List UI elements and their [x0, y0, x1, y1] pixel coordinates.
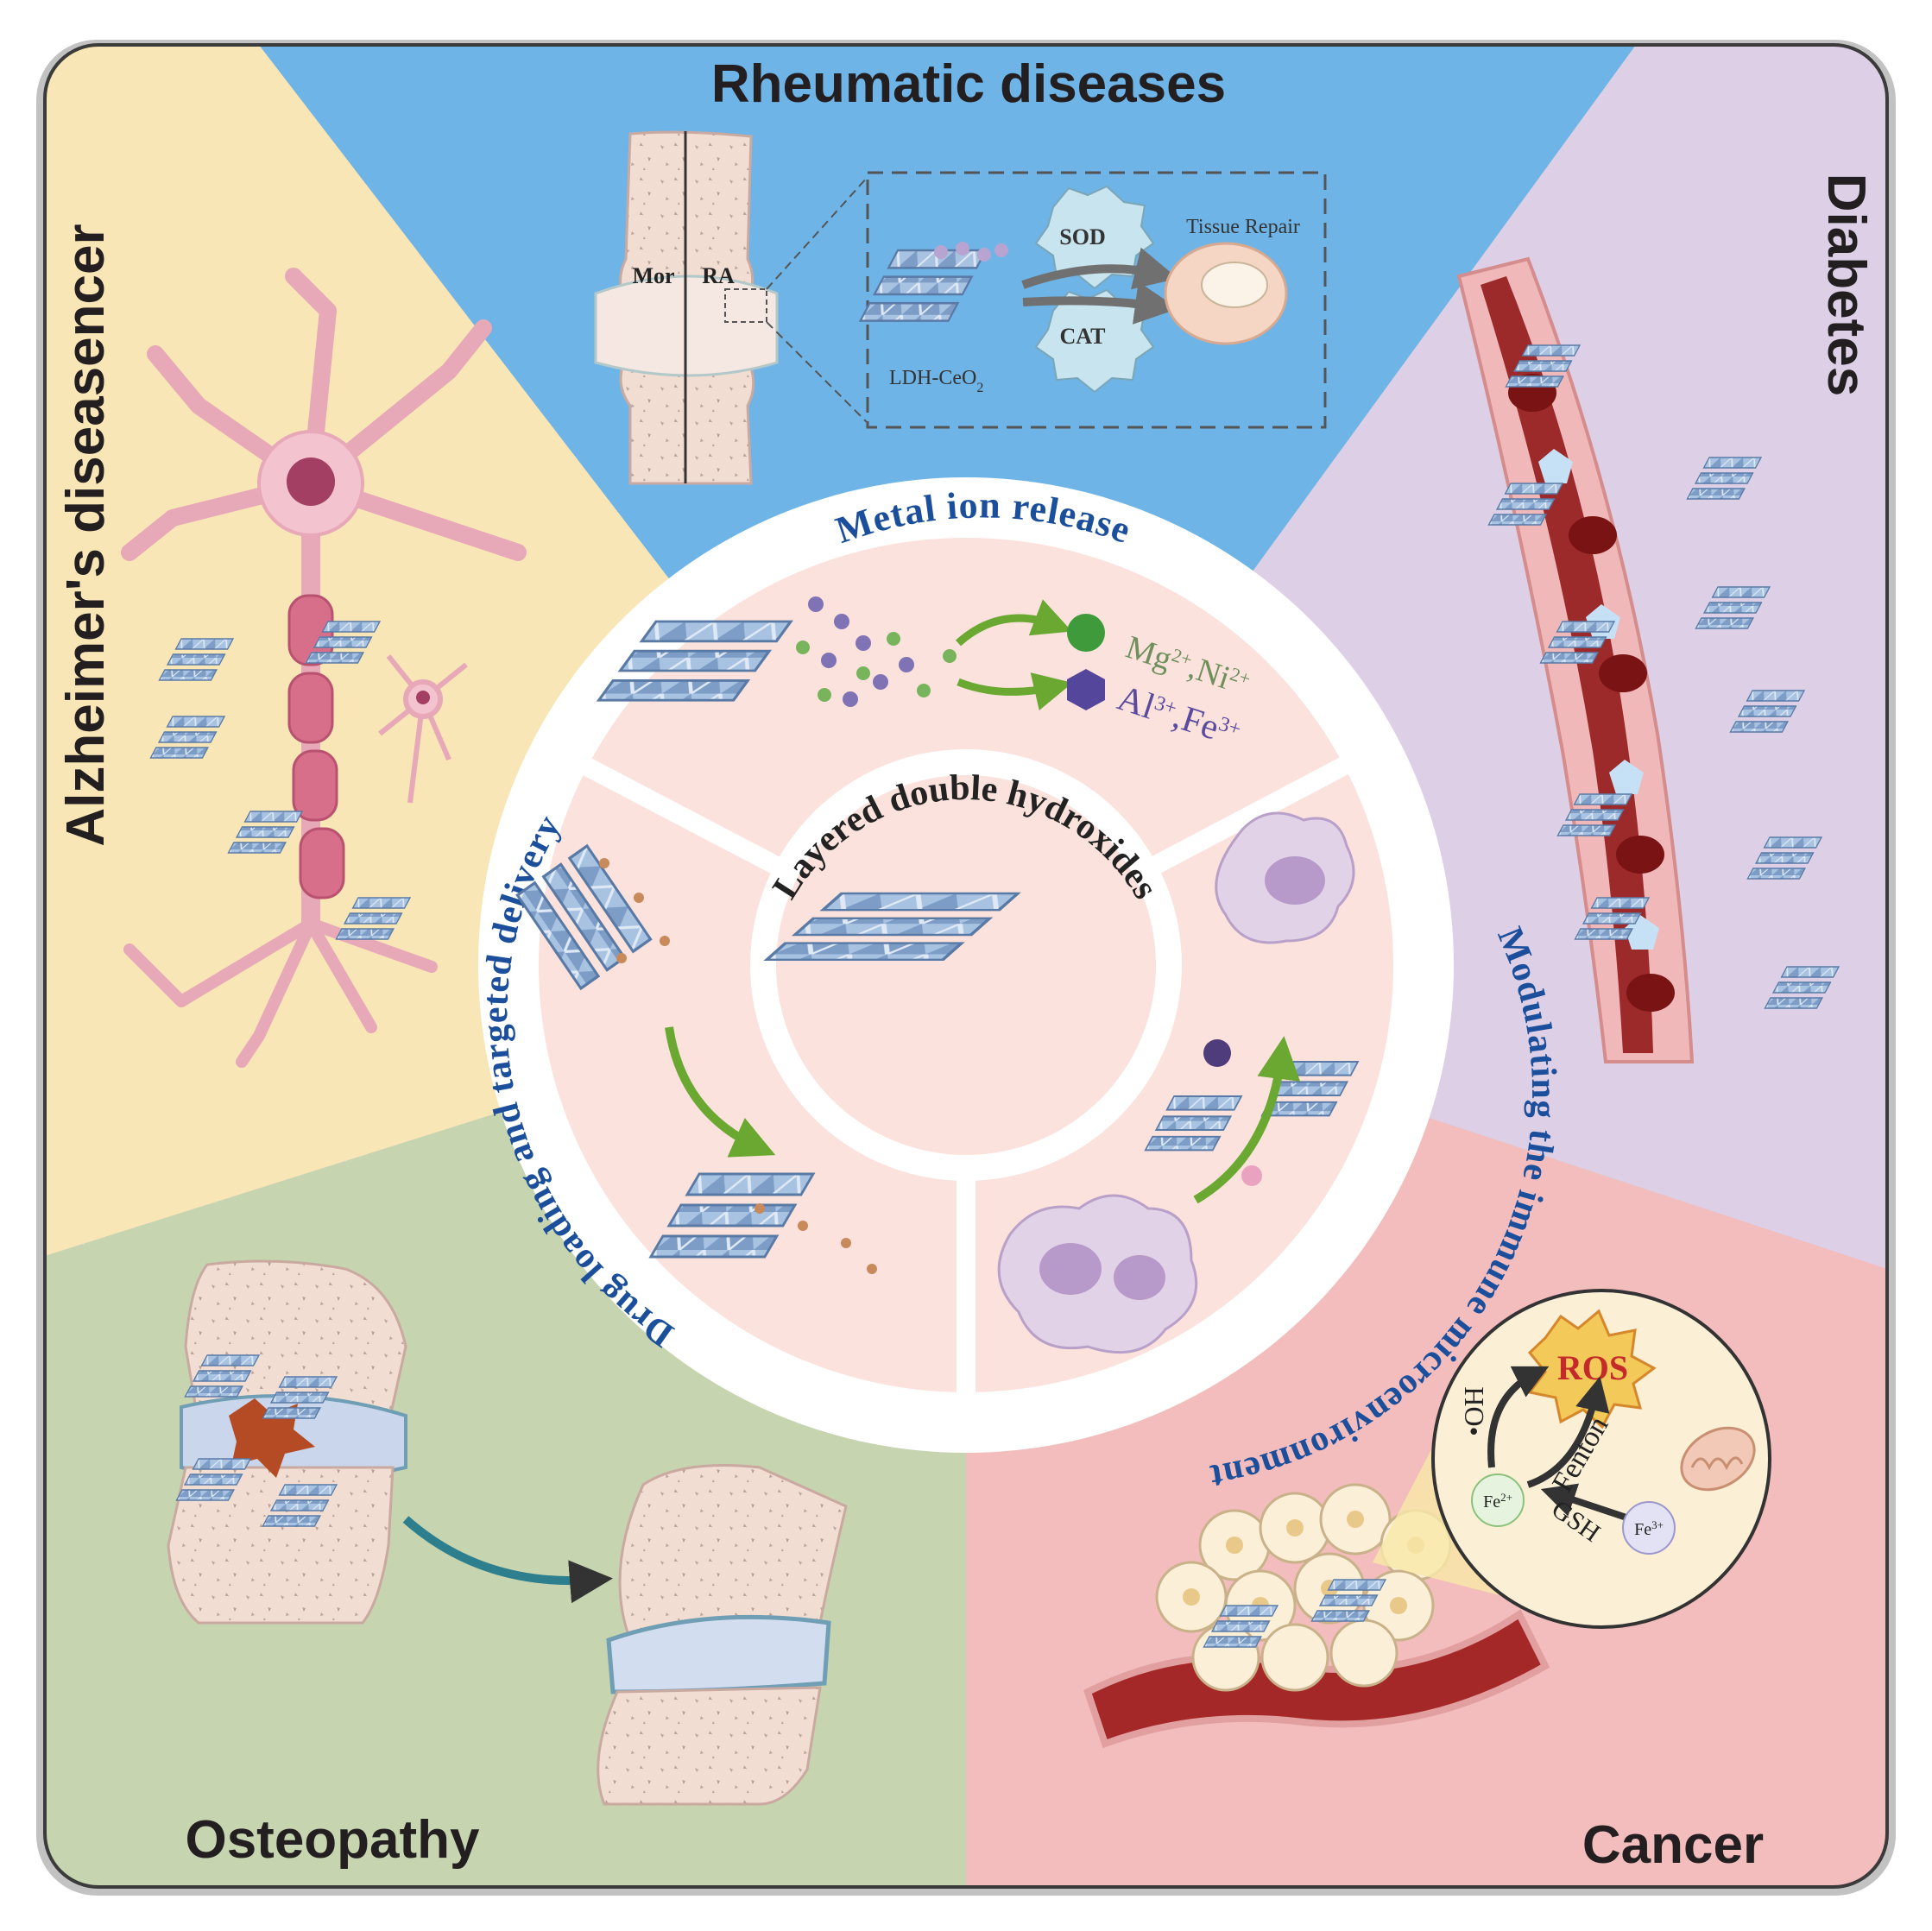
fe3-label: Fe3+: [1634, 1518, 1664, 1540]
rheumatic-zoom-box: [766, 171, 1327, 429]
rheumatic-label-ldh-ceo2: LDH-CeO2: [889, 367, 983, 395]
ros-label: ROS: [1557, 1348, 1628, 1387]
rheumatic-label-mor: Mor: [632, 263, 674, 288]
mitochondria-icon: [1680, 1426, 1756, 1492]
damaged-joint-icon: [167, 1259, 407, 1625]
healed-joint-icon: [597, 1464, 848, 1806]
label-rheumatic: Rheumatic diseases: [711, 54, 1226, 114]
tumor-cells-icon: [1083, 1483, 1550, 1749]
fe3-bubble: [1622, 1501, 1676, 1555]
label-cancer: Cancer: [1582, 1815, 1764, 1875]
immune-cell-small-2: [1241, 1165, 1262, 1186]
metal-release-ldh-icon: [597, 596, 957, 707]
tissue-repair-label: Tissue Repair: [1186, 216, 1300, 238]
neuron-icon: [121, 268, 527, 1068]
frame-border: [43, 43, 1889, 1889]
metal-release-arrow-1: [955, 599, 1072, 647]
metal-release-arrow-2: [957, 672, 1073, 710]
fe2-label: Fe2+: [1483, 1491, 1512, 1512]
osteopathy-healing-arrow: [402, 1516, 613, 1604]
cat-label: CAT: [1060, 324, 1106, 349]
drug-loading-arrow: [665, 1026, 776, 1158]
trivalent-ion-icon: [1067, 669, 1105, 710]
label-diabetes: Diabetes: [1816, 174, 1876, 396]
sod-label: SOD: [1059, 224, 1105, 249]
rheumatic-label-ra: RA: [702, 263, 735, 288]
drug-loading-ldh-icon: [517, 806, 877, 1274]
label-osteopathy: Osteopathy: [185, 1810, 480, 1870]
label-alzheimer: Alzheimer's diseasencer: [56, 224, 116, 846]
small-neuron-icon: [378, 654, 468, 804]
wheel-center-disc: [776, 775, 1156, 1155]
fe2-bubble: [1471, 1473, 1525, 1527]
immune-arrow: [1193, 1036, 1301, 1204]
cat-badge: [1034, 288, 1155, 394]
macrophage-icon: [997, 811, 1355, 1354]
cancer-cycle-arrows: [1487, 1366, 1633, 1523]
rheumatic-joint-illustration: [594, 130, 779, 485]
rheumatic-arrows: [1021, 247, 1178, 325]
divalent-ion-icon: [1067, 614, 1105, 652]
tissue-repair-cell-icon: [1164, 242, 1288, 345]
ldh-ceo2-sheet-icon: [859, 242, 1008, 322]
hydroxyl-label: •OH: [1458, 1386, 1489, 1436]
immune-cell-small-1: [1203, 1039, 1231, 1067]
